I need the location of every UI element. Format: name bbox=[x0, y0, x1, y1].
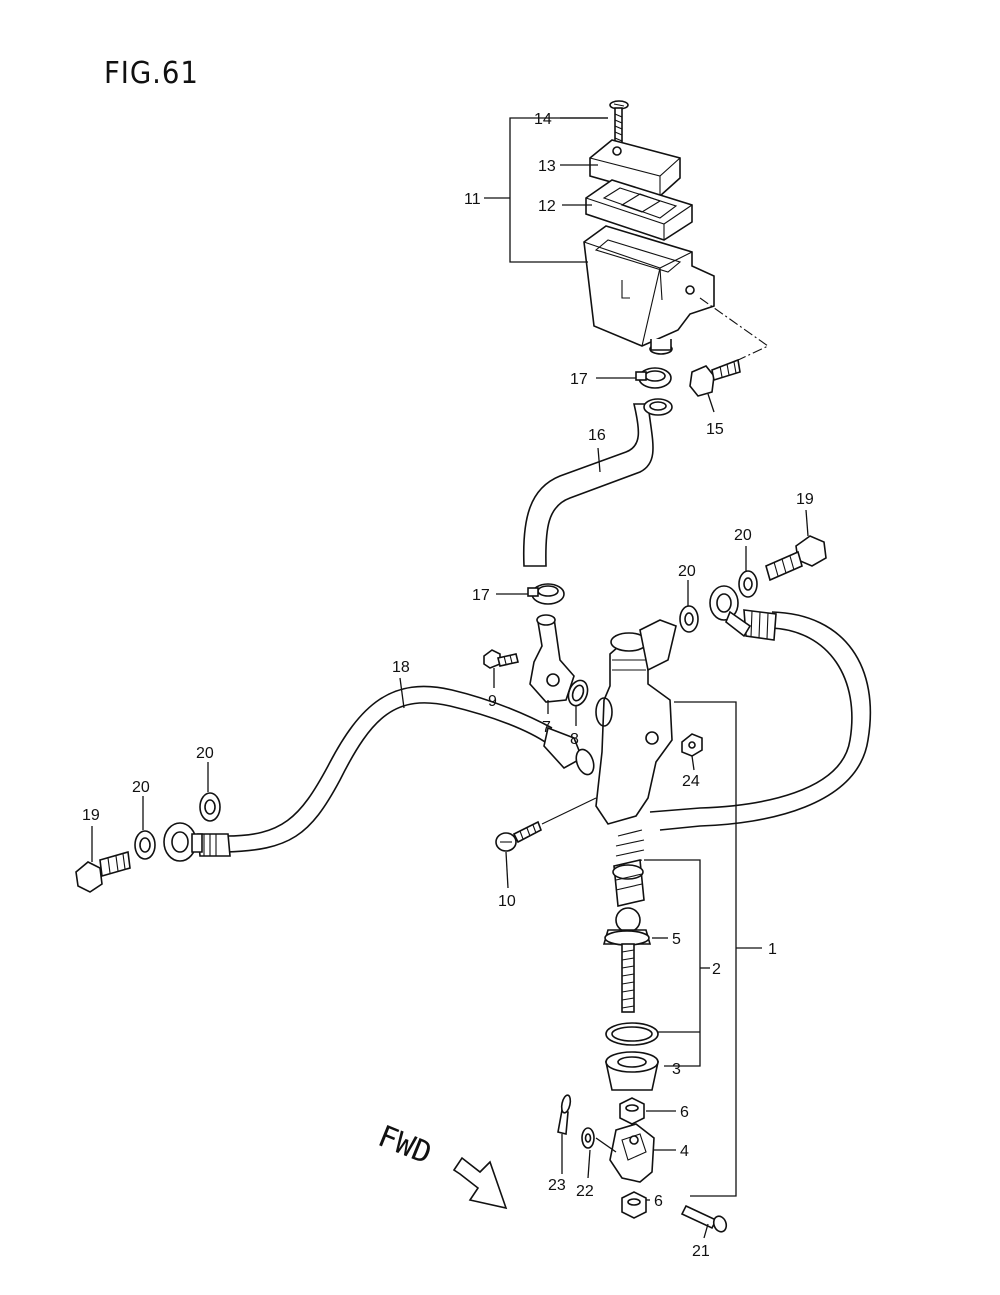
forward-arrow bbox=[452, 1156, 508, 1210]
hose-clamp bbox=[635, 367, 672, 389]
banjo-fitting bbox=[709, 585, 752, 638]
callout-6-upper: 6 bbox=[680, 1104, 689, 1121]
screw-part bbox=[609, 100, 629, 144]
callout-20-left-lower: 20 bbox=[132, 779, 150, 796]
nut-part bbox=[621, 1191, 647, 1219]
callout-13: 13 bbox=[538, 158, 556, 175]
callout-17-lower: 17 bbox=[472, 587, 490, 604]
callout-11: 11 bbox=[464, 191, 481, 208]
callout-20-right-lower: 20 bbox=[678, 563, 696, 580]
callout-8: 8 bbox=[570, 731, 579, 748]
figure-title: FIG.61 bbox=[104, 56, 199, 91]
reservoir-assembly bbox=[583, 100, 770, 363]
reservoir-hose bbox=[522, 398, 673, 567]
callout-18: 18 bbox=[392, 659, 410, 676]
callout-3: 3 bbox=[672, 1061, 681, 1078]
clevis-part bbox=[609, 1123, 655, 1183]
o-ring bbox=[567, 679, 589, 707]
reservoir-body bbox=[583, 225, 715, 355]
washer bbox=[581, 1127, 595, 1149]
reservoir-diaphragm bbox=[585, 179, 693, 241]
cotter-pin bbox=[557, 1094, 572, 1136]
screw-part bbox=[483, 649, 519, 669]
inlet-joint bbox=[529, 614, 575, 703]
callout-9: 9 bbox=[488, 693, 497, 710]
callout-2: 2 bbox=[712, 961, 721, 978]
banjo-bolt bbox=[75, 850, 131, 893]
callout-15: 15 bbox=[706, 421, 724, 438]
callout-17-upper: 17 bbox=[570, 371, 588, 388]
brake-hose-left bbox=[197, 685, 595, 857]
washer bbox=[738, 570, 758, 598]
clevis-pin bbox=[680, 1204, 728, 1233]
callout-20-right-upper: 20 bbox=[734, 527, 752, 544]
callout-4: 4 bbox=[680, 1143, 689, 1160]
nut-part bbox=[619, 1097, 645, 1125]
brake-hose-right bbox=[649, 609, 872, 831]
callout-5: 5 bbox=[672, 931, 681, 948]
master-cylinder bbox=[595, 619, 677, 825]
callout-23: 23 bbox=[548, 1177, 566, 1194]
washer bbox=[679, 605, 699, 633]
bolt-part bbox=[689, 358, 741, 397]
callout-14: 14 bbox=[534, 111, 552, 128]
callout-12: 12 bbox=[538, 198, 556, 215]
callout-19-left: 19 bbox=[82, 807, 100, 824]
callout-20-left-upper: 20 bbox=[196, 745, 214, 762]
callout-7: 7 bbox=[542, 719, 551, 736]
nut-part bbox=[681, 733, 703, 757]
leader-lines bbox=[91, 117, 809, 1239]
callout-1: 1 bbox=[768, 941, 777, 958]
washer bbox=[199, 792, 221, 822]
piston-kit bbox=[602, 829, 659, 1091]
callout-labels: 1 2 3 4 5 6 6 7 8 9 10 11 12 13 14 15 16… bbox=[82, 111, 814, 1260]
banjo-bolt bbox=[765, 535, 827, 582]
callout-21: 21 bbox=[692, 1243, 710, 1260]
callout-16: 16 bbox=[588, 427, 606, 444]
callout-22: 22 bbox=[576, 1183, 594, 1200]
callout-19-right: 19 bbox=[796, 491, 814, 508]
callout-10: 10 bbox=[498, 893, 516, 910]
callout-24: 24 bbox=[682, 773, 700, 790]
hose-clamp bbox=[527, 583, 565, 605]
callout-6-lower: 6 bbox=[654, 1193, 663, 1210]
fwd-label: FWD bbox=[373, 1119, 436, 1172]
banjo-fitting bbox=[163, 822, 203, 862]
washer bbox=[134, 830, 156, 860]
screw-part bbox=[495, 797, 597, 852]
